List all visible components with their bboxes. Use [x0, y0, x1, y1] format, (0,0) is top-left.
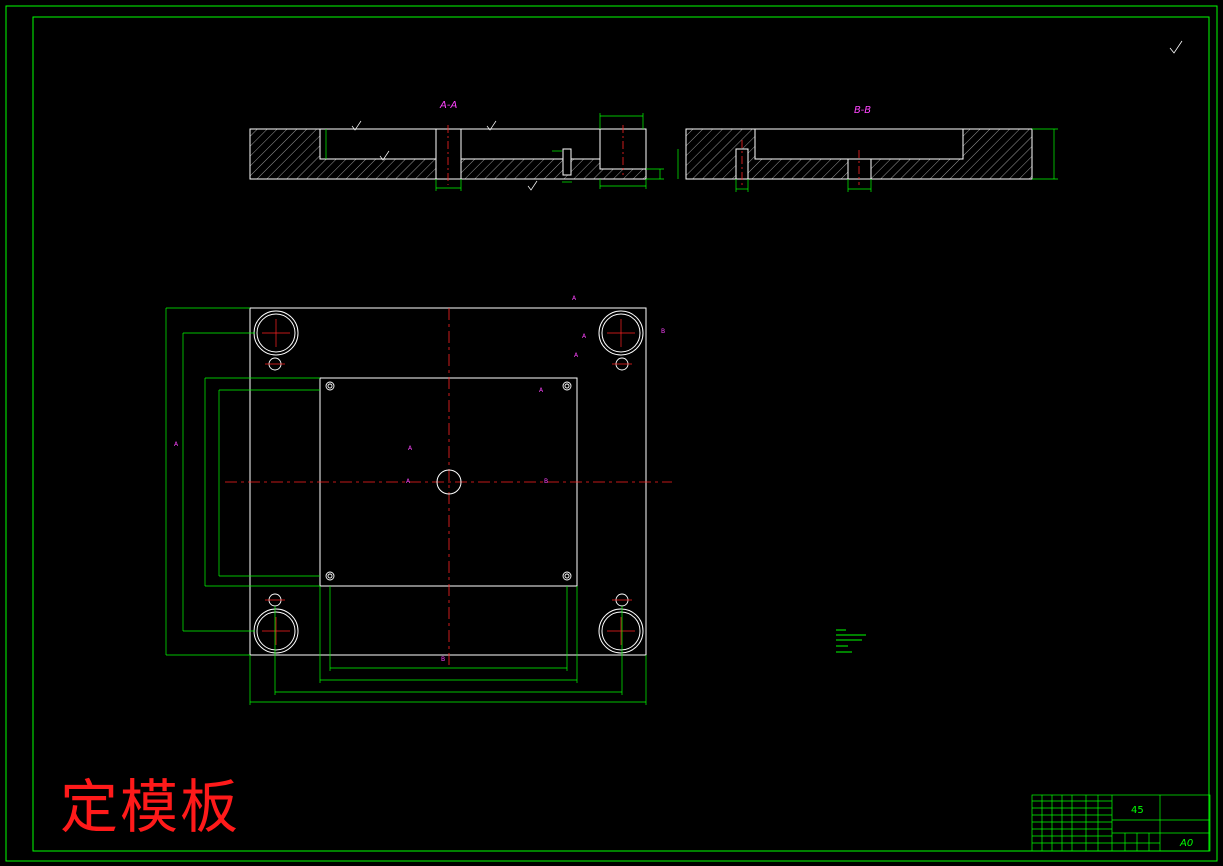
- inner-frame: [32, 16, 1210, 852]
- svg-text:A: A: [406, 478, 411, 485]
- hole-centermarks: [262, 319, 635, 645]
- svg-text:A: A: [408, 445, 413, 452]
- section-aa-dimensions: [325, 113, 664, 191]
- svg-text:A: A: [572, 295, 577, 302]
- technical-notes: [836, 629, 866, 653]
- material-label: 45: [1131, 805, 1144, 816]
- svg-text:A: A: [582, 333, 587, 340]
- svg-text:A: A: [539, 387, 544, 394]
- section-markers: A A A A A A A B B B: [174, 295, 665, 663]
- plan-view[interactable]: A A A A A A A B B B: [165, 295, 672, 705]
- plan-dimensions: [165, 307, 647, 705]
- sheet-size-label: A0: [1179, 838, 1193, 849]
- plate-outline: [249, 307, 647, 656]
- section-bb-dimensions: [677, 128, 1058, 192]
- svg-text:B: B: [661, 328, 665, 335]
- roughness-symbol-icon: [1169, 40, 1183, 54]
- roughness-marks: [351, 120, 538, 191]
- title-block: [1031, 794, 1211, 852]
- section-aa-label: A-A: [439, 100, 457, 111]
- svg-text:A: A: [174, 441, 179, 448]
- sprue-hole: [436, 469, 462, 495]
- svg-text:A: A: [574, 352, 579, 359]
- svg-text:B: B: [544, 478, 548, 485]
- guide-holes: [253, 310, 644, 654]
- outer-frame: [5, 5, 1218, 862]
- drawing-title: 定模板: [60, 773, 241, 841]
- section-aa-view[interactable]: A-A: [249, 100, 664, 191]
- section-bb-label: B-B: [854, 105, 871, 116]
- svg-text:B: B: [441, 656, 445, 663]
- section-bb-view[interactable]: B-B: [677, 105, 1058, 192]
